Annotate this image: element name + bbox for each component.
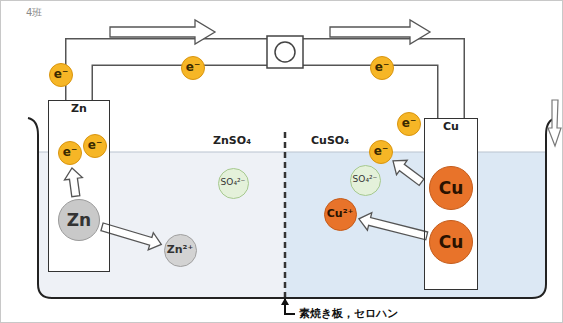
particle-label: e⁻ <box>402 117 416 130</box>
meter-dial <box>275 42 295 62</box>
sulfate-ion: SO₄²⁻ <box>218 168 249 199</box>
wire <box>79 52 268 100</box>
copper-atom: Cu <box>429 220 473 264</box>
sulfate-ion: SO₄²⁻ <box>350 165 381 196</box>
particle-label: Zn²⁺ <box>167 244 193 256</box>
particle-label: e⁻ <box>88 139 102 152</box>
electrode-face <box>48 100 110 272</box>
electron-circle: e⁻ <box>49 63 73 87</box>
wire <box>302 52 451 118</box>
electrode-label: Cu <box>443 121 459 133</box>
particle-label: e⁻ <box>375 61 389 74</box>
particle-label: Cu²⁺ <box>327 208 354 220</box>
electron-circle: e⁻ <box>397 112 421 136</box>
zinc-ion: Zn²⁺ <box>164 234 197 267</box>
electrode-face <box>424 118 478 290</box>
particle-label: Cu <box>439 233 464 252</box>
electrode: CuCuCu <box>424 118 478 290</box>
particle-label: SO₄²⁻ <box>221 178 246 188</box>
pointer-head <box>281 298 289 305</box>
electron-circle: e⁻ <box>370 56 394 80</box>
electron-circle: e⁻ <box>369 140 393 164</box>
porous-divider <box>284 132 287 297</box>
zinc-solution <box>39 152 285 297</box>
particle-label: e⁻ <box>54 68 68 81</box>
particle-label: e⁻ <box>186 61 200 74</box>
particle-label: e⁻ <box>374 145 388 158</box>
solution-label: CuSO₄ <box>311 135 349 148</box>
reaction-arrow <box>359 213 428 240</box>
zinc-atom: Zn <box>58 199 100 241</box>
group-number: 4班 <box>26 7 42 19</box>
electron-circle: e⁻ <box>181 56 205 80</box>
meter-box <box>267 36 303 68</box>
particle-label: Zn <box>67 211 91 230</box>
particle-label: SO₄²⁻ <box>353 175 378 185</box>
flow-arrow <box>330 20 430 44</box>
solution-label: ZnSO₄ <box>213 135 251 148</box>
electrode-label: Zn <box>71 103 87 115</box>
reaction-arrow <box>65 168 83 197</box>
flow-arrow <box>110 20 215 44</box>
reaction-arrow <box>393 160 424 185</box>
copper-ion: Cu²⁺ <box>324 198 357 231</box>
copper-atom: Cu <box>429 166 473 210</box>
divider-label: 素焼き板，セロハン <box>299 308 398 321</box>
particle-label: e⁻ <box>63 146 77 159</box>
wire-outline <box>79 52 268 100</box>
wire-outline <box>302 52 451 118</box>
electron-circle: e⁻ <box>58 141 82 165</box>
electrode: Zn e⁻ e⁻ Zn <box>48 100 110 272</box>
particle-label: Cu <box>439 179 464 198</box>
copper-solution <box>285 152 545 297</box>
deco-arrow <box>548 100 561 146</box>
electron-circle: e⁻ <box>83 134 107 158</box>
